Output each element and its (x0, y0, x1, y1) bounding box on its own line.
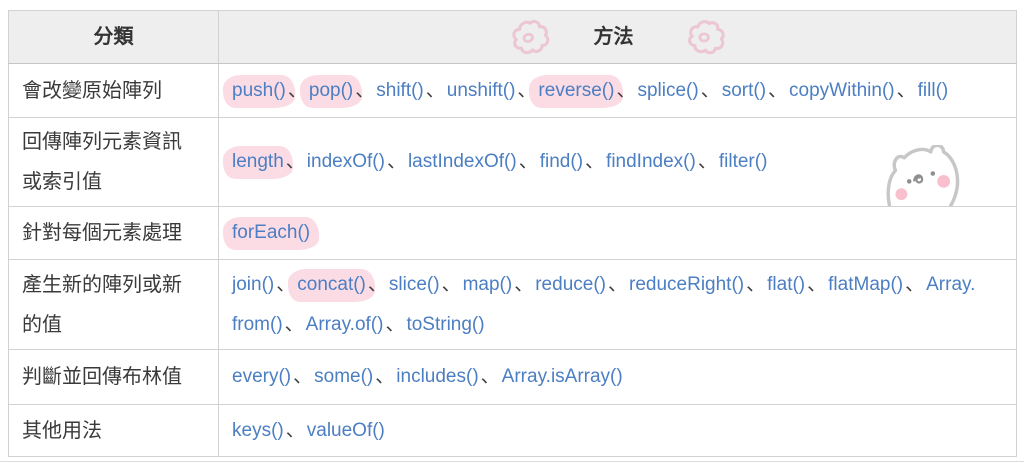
method-label: includes() (396, 366, 479, 387)
header-category-label: 分類 (93, 26, 134, 48)
method-label: flat() (767, 273, 806, 295)
category-cell: 產生新的陣列或新的值 (8, 259, 219, 350)
method-separator: 、 (616, 79, 636, 101)
method-label-highlighted: push() (223, 74, 295, 108)
method-label: flatMap() (828, 273, 904, 295)
method-label: findIndex() (606, 151, 696, 172)
table-row: 針對每個元素處理 forEach() (8, 206, 1017, 260)
category-label: 其他用法 (22, 419, 102, 442)
method-label: Array.from() (232, 273, 976, 335)
category-label: 針對每個元素處理 (22, 222, 182, 244)
method-label: valueOf() (306, 419, 385, 441)
method-separator: 、 (385, 313, 405, 335)
methods-cell: push()、pop()、shift()、unshift()、reverse()… (218, 63, 1017, 118)
method-label-highlighted: pop() (299, 74, 363, 108)
method-label: fill() (917, 79, 949, 101)
page-divider (0, 461, 1024, 462)
method-separator: 、 (697, 151, 717, 172)
method-separator: 、 (807, 273, 827, 295)
method-separator: 、 (425, 79, 445, 101)
methods-cell: join()、concat()、slice()、map()、reduce()、r… (218, 259, 1017, 350)
method-separator: 、 (284, 313, 304, 335)
methods-cell: every()、some()、includes()、Array.isArray(… (218, 349, 1017, 405)
method-separator: 、 (518, 151, 538, 172)
method-label: filter() (718, 151, 768, 172)
method-label: join() (232, 273, 275, 295)
method-label: reduce() (535, 273, 606, 295)
method-separator: 、 (285, 419, 305, 441)
method-separator: 、 (386, 151, 406, 172)
header-row: 分類 方法 (8, 10, 1017, 64)
method-label-highlighted: length (223, 146, 293, 179)
method-separator: 、 (896, 79, 916, 101)
method-label: map() (462, 273, 513, 295)
category-cell: 會改變原始陣列 (8, 63, 219, 118)
method-label: some() (314, 366, 374, 387)
method-label: slice() (388, 273, 440, 295)
methods-cell: forEach() (218, 206, 1017, 260)
method-separator: 、 (905, 273, 925, 295)
method-label: shift() (376, 79, 424, 101)
method-separator: 、 (746, 273, 766, 295)
method-separator: 、 (607, 273, 627, 295)
header-methods: 方法 (218, 10, 1017, 64)
methods-cell: length、indexOf()、lastIndexOf()、find()、fi… (218, 117, 1017, 207)
method-label: lastIndexOf() (407, 151, 517, 172)
method-separator: 、 (285, 151, 305, 172)
method-label-highlighted: forEach() (223, 217, 320, 250)
flower-doodle-icon (682, 15, 730, 60)
method-separator: 、 (367, 273, 387, 295)
method-label: find() (539, 151, 584, 172)
method-label: unshift() (446, 79, 516, 101)
method-label-highlighted: concat() (288, 268, 375, 302)
method-label: keys() (232, 419, 284, 441)
table-row: 其他用法 keys()、valueOf() (8, 404, 1017, 457)
method-label-highlighted: reverse() (529, 74, 624, 108)
category-label: 產生新的陣列或新的值 (22, 273, 182, 336)
flower-doodle-icon (510, 19, 550, 55)
method-label: toString() (406, 313, 485, 335)
method-separator: 、 (293, 366, 313, 387)
category-label: 回傳陣列元素資訊或索引值 (22, 131, 182, 193)
category-cell: 判斷並回傳布林值 (8, 349, 219, 405)
category-label: 會改變原始陣列 (22, 79, 162, 102)
method-label: reduceRight() (629, 273, 745, 295)
method-label: sort() (721, 79, 767, 101)
method-label: Array.of() (305, 313, 384, 335)
category-cell: 回傳陣列元素資訊或索引值 (8, 117, 219, 207)
method-separator: 、 (768, 79, 788, 101)
method-separator: 、 (441, 273, 461, 295)
methods-cell: keys()、valueOf() (218, 404, 1017, 457)
method-separator: 、 (514, 273, 534, 295)
method-label: indexOf() (306, 151, 385, 172)
array-methods-table: 分類 方法 (8, 10, 1017, 457)
method-separator: 、 (700, 79, 720, 101)
method-label: every() (232, 366, 292, 387)
method-label: copyWithin() (789, 79, 895, 101)
header-methods-label: 方法 (593, 26, 634, 48)
method-label: splice() (637, 79, 699, 101)
method-separator: 、 (585, 151, 605, 172)
method-label: Array.isArray() (501, 366, 623, 387)
category-cell: 其他用法 (8, 404, 219, 457)
category-label: 判斷並回傳布林值 (22, 366, 182, 388)
category-cell: 針對每個元素處理 (8, 206, 219, 260)
header-methods-wrap: 方法 (219, 17, 1016, 57)
header-category: 分類 (8, 10, 219, 64)
method-separator: 、 (480, 366, 500, 387)
method-separator: 、 (375, 366, 395, 387)
method-separator: 、 (355, 79, 375, 101)
